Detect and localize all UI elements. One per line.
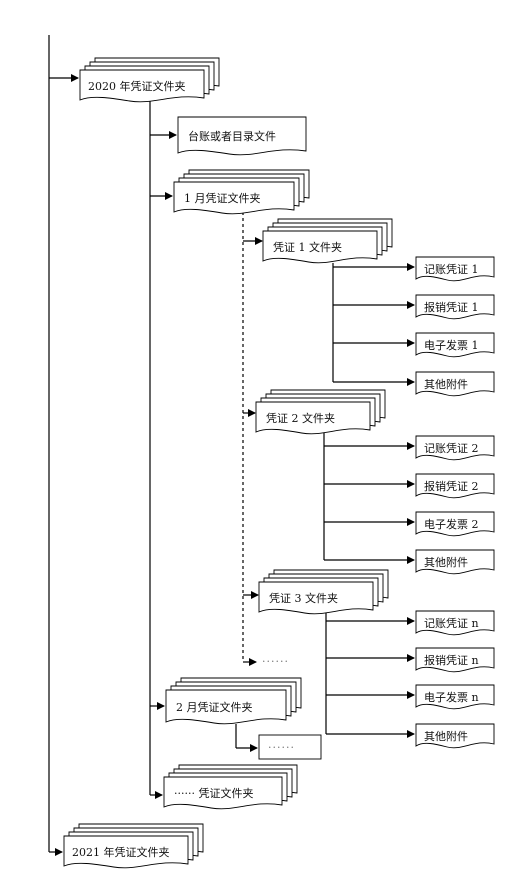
node-gn-a-shape	[415, 610, 495, 636]
node-g1-b: 报销凭证 1	[415, 294, 495, 320]
node-g1-c-shape	[415, 332, 495, 358]
node-jan-folder-label: 1 月凭证文件夹	[184, 191, 261, 205]
node-ledger: 台账或者目录文件	[177, 116, 307, 156]
node-2020-folder: 2020 年凭证文件夹	[79, 57, 220, 103]
node-other-months: ······ 凭证文件夹	[163, 764, 298, 810]
node-g2-a: 记账凭证 2	[415, 435, 495, 461]
node-gn-d-label: 其他附件	[424, 729, 468, 743]
node-ledger-shape	[177, 116, 307, 156]
node-g2-a-label: 记账凭证 2	[424, 441, 479, 455]
node-ledger-label: 台账或者目录文件	[188, 129, 276, 143]
node-g2-a-shape	[415, 435, 495, 461]
node-g1-b-shape	[415, 294, 495, 320]
connector-lines	[48, 35, 415, 856]
node-g2-b: 报销凭证 2	[415, 473, 495, 499]
node-gn-b: 报销凭证 n	[415, 647, 495, 673]
node-feb-folder-shape	[165, 689, 287, 725]
node-g1-c: 电子发票 1	[415, 332, 495, 358]
node-2021-folder-label: 2021 年凭证文件夹	[72, 845, 170, 859]
node-gn-a: 记账凭证 n	[415, 610, 495, 636]
node-gn-a-label: 记账凭证 n	[424, 616, 479, 630]
node-voucher-3: 凭证 3 文件夹	[258, 569, 389, 615]
node-gn-c-label: 电子发票 n	[424, 690, 479, 704]
node-voucher-2-label: 凭证 2 文件夹	[266, 411, 335, 425]
node-g2-d: 其他附件	[415, 549, 495, 575]
node-feb-more-label: ······	[268, 741, 295, 754]
node-voucher-1-label: 凭证 1 文件夹	[273, 240, 342, 254]
node-feb-more: ······	[258, 734, 322, 760]
node-2020-folder-shape	[79, 69, 205, 103]
node-g1-d: 其他附件	[415, 371, 495, 397]
node-voucher-1: 凭证 1 文件夹	[262, 218, 393, 264]
node-2020-folder-label: 2020 年凭证文件夹	[88, 79, 186, 93]
node-voucher-3-label: 凭证 3 文件夹	[269, 591, 338, 605]
node-voucher-3-shape	[258, 581, 374, 615]
node-g2-b-label: 报销凭证 2	[424, 479, 479, 493]
node-g2-d-label: 其他附件	[424, 555, 468, 569]
node-voucher-2-shape	[255, 401, 371, 435]
node-gn-d-shape	[415, 723, 495, 749]
voucher-more-label: ······	[262, 655, 289, 668]
node-voucher-2: 凭证 2 文件夹	[255, 389, 386, 435]
node-gn-c: 电子发票 n	[415, 684, 495, 710]
node-g2-b-shape	[415, 473, 495, 499]
node-g2-c: 电子发票 2	[415, 511, 495, 537]
node-g1-b-label: 报销凭证 1	[424, 300, 479, 314]
node-gn-c-shape	[415, 684, 495, 710]
node-gn-d: 其他附件	[415, 723, 495, 749]
node-2021-folder-shape	[63, 835, 189, 869]
node-g1-d-shape	[415, 371, 495, 397]
node-g1-d-label: 其他附件	[424, 377, 468, 391]
node-g2-d-shape	[415, 549, 495, 575]
node-gn-b-label: 报销凭证 n	[424, 653, 479, 667]
node-other-months-shape	[163, 776, 283, 810]
node-g2-c-label: 电子发票 2	[424, 517, 479, 531]
node-g1-c-label: 电子发票 1	[424, 338, 479, 352]
node-voucher-1-shape	[262, 230, 378, 264]
node-feb-more-shape	[258, 734, 322, 760]
node-g1-a: 记账凭证 1	[415, 256, 495, 282]
node-jan-folder: 1 月凭证文件夹	[173, 169, 310, 215]
node-feb-folder-label: 2 月凭证文件夹	[176, 700, 253, 714]
node-feb-folder: 2 月凭证文件夹	[165, 677, 302, 725]
node-jan-folder-shape	[173, 181, 295, 215]
node-other-months-label: ······ 凭证文件夹	[174, 786, 253, 800]
node-gn-b-shape	[415, 647, 495, 673]
node-g2-c-shape	[415, 511, 495, 537]
node-g1-a-shape	[415, 256, 495, 282]
node-g1-a-label: 记账凭证 1	[424, 262, 479, 276]
node-2021-folder: 2021 年凭证文件夹	[63, 823, 204, 869]
